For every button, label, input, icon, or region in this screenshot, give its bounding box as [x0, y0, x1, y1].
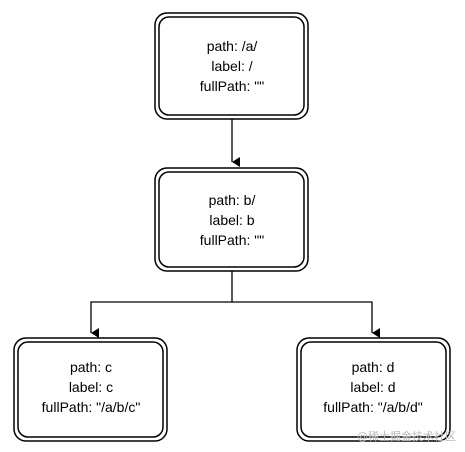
node-b: path: b/ label: b fullPath: "": [154, 167, 309, 272]
watermark: @稀土掘金技术社区: [357, 429, 456, 443]
edge-b-to-c: [90, 271, 233, 338]
node-root-label: label: /: [211, 58, 252, 74]
node-root-fullpath: fullPath: "": [200, 78, 264, 94]
node-c-label: label: c: [69, 379, 113, 395]
node-d-fullpath: fullPath: "/a/b/d": [323, 399, 422, 415]
node-c: path: c label: c fullPath: "/a/b/c": [13, 337, 168, 442]
node-b-fullpath: fullPath: "": [200, 232, 264, 248]
edge-b-to-d: [232, 301, 380, 338]
node-b-label: label: b: [209, 212, 254, 228]
node-d-path: path: d: [352, 359, 395, 375]
node-root-path: path: /a/: [207, 38, 258, 54]
node-d: path: d label: d fullPath: "/a/b/d": [296, 337, 451, 442]
node-d-label: label: d: [350, 379, 395, 395]
node-root: path: /a/ label: / fullPath: "": [154, 12, 309, 120]
node-c-path: path: c: [70, 359, 112, 375]
node-c-fullpath: fullPath: "/a/b/c": [42, 399, 141, 415]
node-b-path: path: b/: [209, 192, 256, 208]
